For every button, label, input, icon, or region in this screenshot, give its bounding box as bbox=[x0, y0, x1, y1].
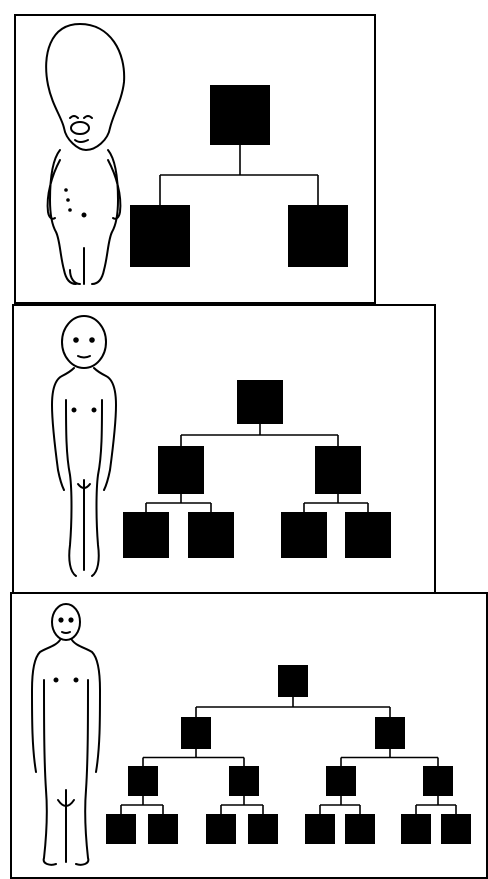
cell-p3-l4-1 bbox=[106, 814, 136, 844]
cell-p3-l4-2 bbox=[148, 814, 178, 844]
cell-p2-l3-2 bbox=[188, 512, 234, 558]
cell-p3-l4-8 bbox=[441, 814, 471, 844]
cell-p3-l1-1 bbox=[278, 665, 308, 697]
cell-p1-l2-1 bbox=[130, 205, 190, 267]
cell-p2-l3-4 bbox=[345, 512, 391, 558]
fetus-figure bbox=[45, 22, 126, 285]
division-trees bbox=[106, 85, 471, 844]
cell-p3-l4-5 bbox=[305, 814, 335, 844]
cell-p3-l2-1 bbox=[181, 717, 211, 749]
cell-p2-l2-2 bbox=[315, 446, 361, 494]
cell-p3-l4-3 bbox=[206, 814, 236, 844]
cell-p2-l1-1 bbox=[237, 380, 283, 424]
cell-p3-l4-6 bbox=[345, 814, 375, 844]
cell-p3-l3-1 bbox=[128, 766, 158, 796]
cell-p3-l2-2 bbox=[375, 717, 405, 749]
cell-p3-l3-3 bbox=[326, 766, 356, 796]
cell-p3-l4-7 bbox=[401, 814, 431, 844]
cell-p1-l1-1 bbox=[210, 85, 270, 145]
child-figure bbox=[50, 315, 118, 577]
cell-p3-l3-4 bbox=[423, 766, 453, 796]
cell-p2-l3-3 bbox=[281, 512, 327, 558]
cell-p2-l2-1 bbox=[158, 446, 204, 494]
adult-figure bbox=[30, 603, 102, 866]
cell-p1-l2-2 bbox=[288, 205, 348, 267]
cell-p3-l3-2 bbox=[229, 766, 259, 796]
cell-p2-l3-1 bbox=[123, 512, 169, 558]
cell-p3-l4-4 bbox=[248, 814, 278, 844]
